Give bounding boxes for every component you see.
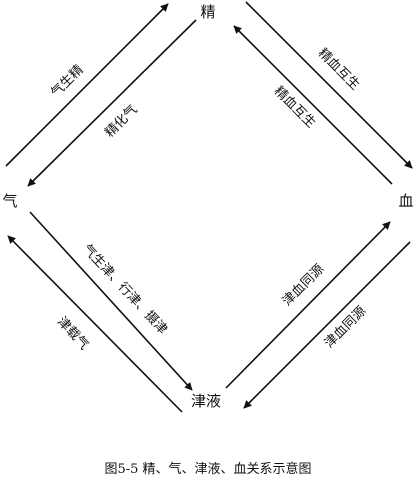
arrow-qi-to-jing [5,3,169,167]
label-qi-to-jing: 气生精 [48,62,87,101]
label-qi-to-jinye: 气生津、行津、摄津 [79,241,171,337]
arrow-xue-to-jing [233,25,393,185]
arrow-jing-to-qi [27,19,197,187]
node-qi: 气 [2,192,17,210]
arrow-jinye-to-xue [225,221,391,389]
node-xue: 血 [398,192,413,210]
label-jinye-to-xue: 津血同源 [280,262,327,309]
label-xue-to-jinye: 津血同源 [322,304,369,351]
label-jinye-to-qi: 津载气 [54,314,92,353]
label-xue-to-jing: 精血互生 [271,84,318,131]
label-jing-to-xue: 精血互生 [315,46,362,93]
arrow-qi-to-jinye [29,211,193,391]
arrow-xue-to-jinye [243,241,411,409]
arrow-jinye-to-qi [7,235,183,413]
arrow-jing-to-xue [245,1,413,169]
node-jinye: 津液 [191,392,221,410]
node-jing: 精 [200,3,215,21]
figure-caption: 图5-5 精、气、津液、血关系示意图 [104,461,311,477]
